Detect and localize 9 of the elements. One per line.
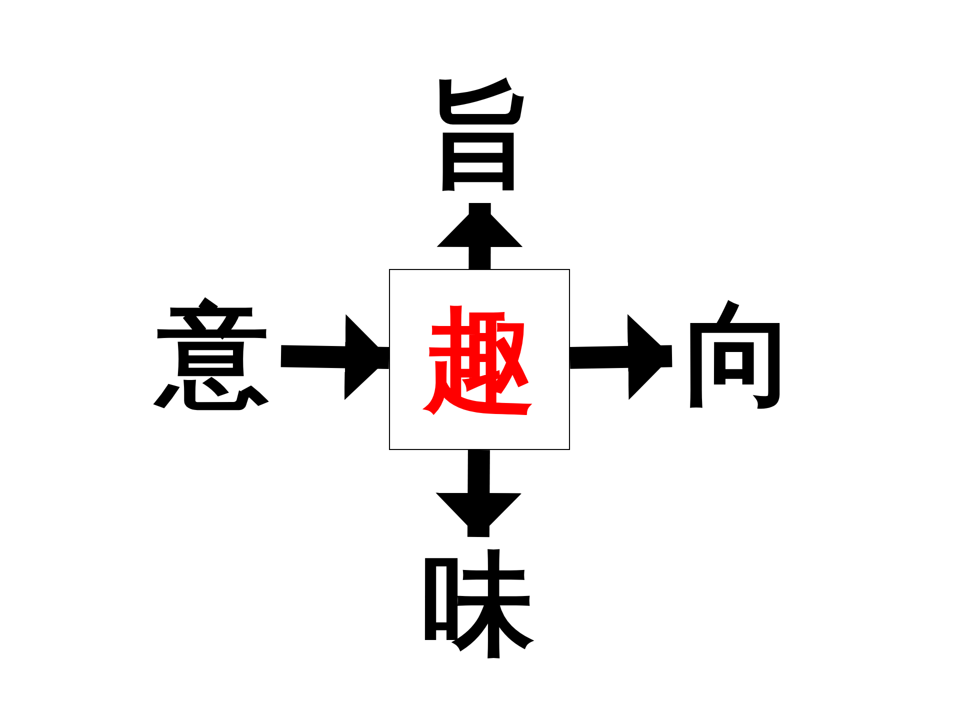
kanji-character: 旨 (424, 79, 536, 191)
kanji-character: 向 (684, 299, 796, 411)
center-box (389, 269, 570, 450)
block-arrow (280, 314, 390, 400)
kanji-character: 味 (422, 549, 534, 661)
block-arrow (570, 314, 672, 400)
center-character: 趣 (424, 304, 536, 416)
block-arrow (436, 450, 522, 538)
block-arrow (436, 202, 523, 270)
